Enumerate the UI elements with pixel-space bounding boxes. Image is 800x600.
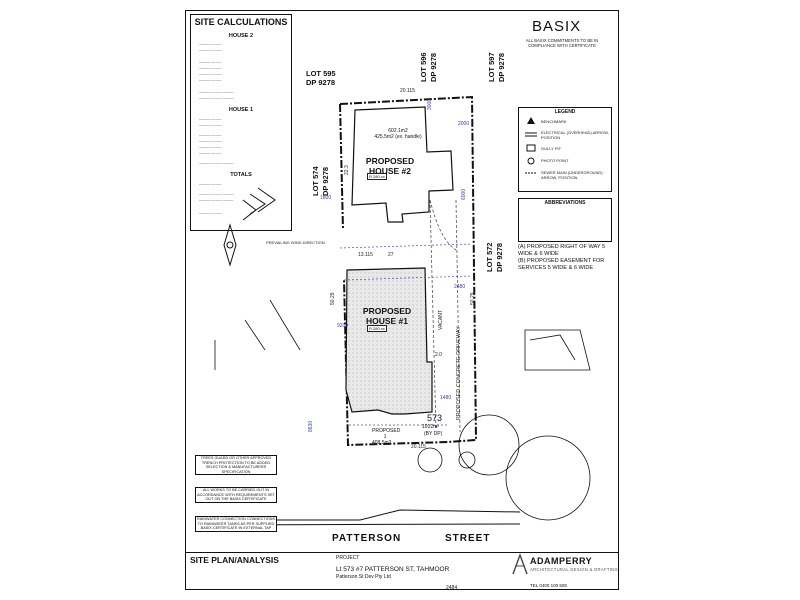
calc-line: ——— ——— <box>199 145 222 149</box>
calc-line: ——— ——— ——— <box>199 90 234 94</box>
left-survey-marks <box>214 299 301 370</box>
basix-works-note: ALL WORKS TO BE CARRIED OUT IN ACCORDANC… <box>195 487 277 503</box>
calc-line: ——— ——— <box>199 48 222 52</box>
lot-573-by: (BY DP) <box>424 431 443 437</box>
calc-line: ——— ——— <box>199 211 222 215</box>
dim-side-right: 50.29 <box>470 292 476 305</box>
proposed-lot-area: 408.5m2 <box>372 440 392 446</box>
calc-line: ——— ——— <box>199 72 222 76</box>
house-1-label: PROPOSED HOUSE #1 <box>362 306 412 326</box>
title-block <box>186 552 618 590</box>
firm-logo-icon <box>512 553 528 575</box>
project-client: Patterson St Dev Pty Ltd <box>336 574 391 580</box>
calc-line: ——— ——— <box>199 42 222 46</box>
lot-595-label: LOT 595 <box>306 69 336 78</box>
house-1-footprint <box>345 267 433 415</box>
calc-line: ——— ——— <box>199 123 222 127</box>
proposed-lot-label: PROPOSED <box>372 428 401 434</box>
abbreviations-title: ABBREVIATIONS <box>544 200 586 206</box>
dim-lower-width: 20.115 <box>411 444 426 450</box>
dim-mid-width: 13.115 <box>358 252 373 258</box>
house2-heading: HOUSE 2 <box>228 33 254 39</box>
dim-8630: 8630 <box>308 420 314 432</box>
firm-subtitle: ARCHITECTURAL DESIGN & DRAFTING <box>530 567 619 572</box>
project-label: PROJECT <box>336 555 360 561</box>
right-of-way-a: (A) PROPOSED RIGHT OF WAY 5 WIDE & 6 WID… <box>518 244 606 257</box>
calc-line: ——— ——— <box>199 139 222 143</box>
dim-top-width: 20.115 <box>400 88 415 94</box>
street-name-right: STREET <box>445 533 491 544</box>
calc-line: ——— ——— <box>199 117 222 121</box>
legend-item-electrical: ELECTRICAL (OVERHEAD) ARROW, POSITION <box>541 130 609 140</box>
lot-573-area: 1012m² <box>422 424 439 430</box>
vacant-label: VACANT <box>438 310 444 330</box>
setback-lines <box>339 243 473 426</box>
dim-2000: 2000 <box>458 121 470 127</box>
house-2-label: PROPOSED HOUSE #2 <box>365 156 415 176</box>
calc-line: ——— ——— <box>199 182 222 186</box>
dim-2480: 2480 <box>454 284 466 290</box>
legend-item-photo: PHOTO POINT <box>541 158 569 163</box>
firm-phone: TEL 0400 100 508 <box>530 583 567 588</box>
drawing-sheet <box>185 10 619 590</box>
basix-title: BASIX <box>532 18 582 35</box>
rainwater-note: RAINWATER CONNECTION CONNECTIONS TO RAIN… <box>195 516 277 532</box>
calc-line: ——— ——— ——— <box>199 192 234 196</box>
site-calculations-title: SITE CALCULATIONS <box>194 17 288 27</box>
dim-mid-width-b: 27 <box>388 252 394 258</box>
street-name-left: PATTERSON <box>332 533 402 544</box>
calc-line: ——— ——— <box>199 78 222 82</box>
abbreviations-panel: ABBREVIATIONS <box>518 198 612 242</box>
calc-line: ——— ——— <box>199 133 222 137</box>
property-boundary <box>339 95 478 447</box>
dim-side-left: 50.29 <box>330 292 336 305</box>
house-2-area: 602.1m2 <box>388 128 408 134</box>
right-of-way-b: (B) PROPOSED EASEMENT FOR SERVICES 5 WID… <box>518 258 605 271</box>
legend-item-benchmark: BENCHMARK <box>541 119 567 124</box>
drawing-title: SITE PLAN/ANALYSIS <box>190 555 279 565</box>
calc-line: ——— ——— ——— <box>199 96 234 100</box>
totals-heading: TOTALS <box>230 172 252 178</box>
neighbour-feature <box>524 329 591 371</box>
project-number: 2484 <box>446 585 458 591</box>
lot-573-number: 573 <box>427 413 443 423</box>
firm-name: ADAMPERRY <box>530 556 593 566</box>
street-trees <box>417 414 591 521</box>
legend-title: LEGEND <box>554 109 576 115</box>
legend-item-gully: GULLY PIT <box>541 146 562 151</box>
dim-2-0: 2.0 <box>435 352 442 358</box>
proposed-lot-number: 1 <box>383 434 387 440</box>
driveway-label: PROPOSED CONCRETE DRIVEWAY <box>456 326 462 420</box>
wind-arrows <box>242 187 276 221</box>
driveway <box>429 199 461 433</box>
right-of-way-notes: (A) PROPOSED RIGHT OF WAY 5 WIDE & 6 WID… <box>518 244 610 272</box>
rl-house-2: R.280.xx <box>367 173 387 180</box>
wind-direction-label: PREVAILING WIND DIRECTION <box>266 240 325 245</box>
dim-6000: 6000 <box>461 188 467 200</box>
dim-side-depth: 22.3 <box>344 165 350 175</box>
lot-595-dp: DP 9278 <box>306 78 336 87</box>
calc-line: ——— ——— <box>199 60 222 64</box>
dim-1800: 1800 <box>320 195 332 201</box>
house1-heading: HOUSE 1 <box>228 107 254 113</box>
calc-line: ——— ——— ——— <box>199 198 234 202</box>
legend-item-sewer: SEWER MAIN (UNDERGROUND) ARROW, POSITION <box>541 170 603 180</box>
dim-3000: 3000 <box>427 98 433 110</box>
calc-line: ——— ——— <box>199 66 222 70</box>
dim-1480: 1480 <box>440 395 452 401</box>
house-2-area-ex: 425.5m2 (ex. handle) <box>374 134 422 140</box>
project-address: Lt 573 #7 PATTERSON ST, TAHMOOR <box>336 566 450 573</box>
rl-house-1: R.280.xx <box>367 325 387 332</box>
calc-line: ——— ——— <box>199 151 222 155</box>
site-calculations-panel: SITE CALCULATIONS HOUSE 2 ——— ——— ——— ——… <box>190 14 292 231</box>
legend-symbols <box>525 117 537 174</box>
tree-guard-note: TREES GUARD OR OTHER APPROVED TRENCH PRO… <box>195 455 277 476</box>
basix-subtitle: ALL BASIX COMMITMENTS TO BE IN COMPLIANC… <box>525 38 599 48</box>
house-2-footprint <box>351 106 454 223</box>
north-arrow <box>223 223 237 267</box>
dim-9200: 9200 <box>337 323 349 329</box>
calc-line: ——— ——— ——— <box>199 161 234 165</box>
legend-panel: LEGEND BENCHMARK ELECTRICAL (OVERHEAD) A… <box>518 107 612 192</box>
